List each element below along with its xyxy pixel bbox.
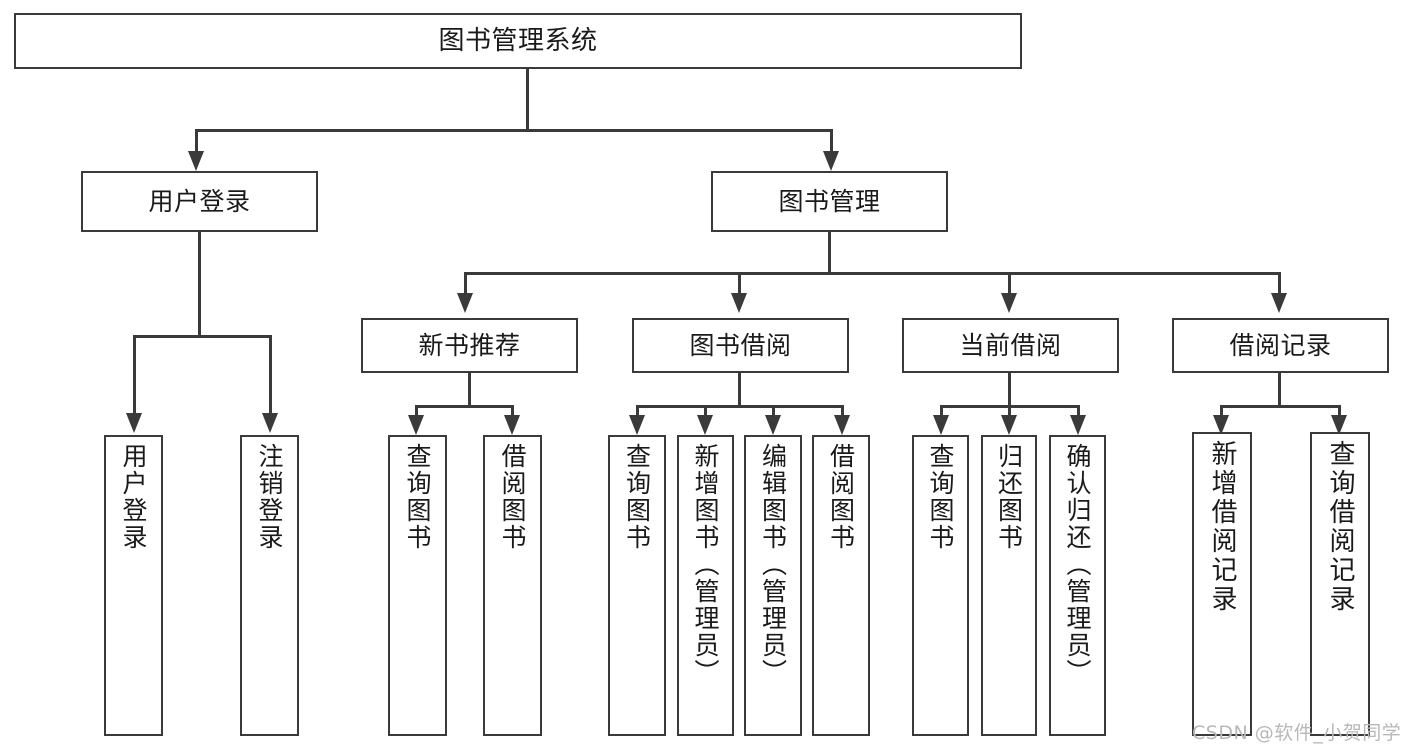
connector-user-login-leaf1 [133,335,136,415]
connector-level3-bar [464,272,1278,275]
leaf-return-book[interactable]: 归还图书 [981,435,1037,736]
connector-book-borrow-leaf3 [772,405,775,417]
node-new-book-recommend[interactable]: 新书推荐 [361,318,578,373]
node-label: 用户登录 [119,443,148,551]
arrowhead-icon [1271,293,1287,313]
arrowhead-icon [731,293,747,313]
arrowhead-icon [126,413,142,433]
connector-borrow-record-stem [1278,373,1281,405]
arrowhead-icon [1331,415,1347,435]
connector-current-borrow-leaf2 [1008,405,1011,417]
leaf-user-login[interactable]: 用户登录 [104,435,163,736]
node-label: 新书推荐 [418,331,521,360]
connector-to-current-borrow [1008,272,1011,294]
node-label: 编辑图书（管理员） [758,443,788,686]
node-label: 查询图书 [403,443,432,551]
connector-borrow-record-leaf2 [1338,405,1341,417]
connector-new-book-leaf1 [415,405,418,417]
connector-book-management-stem [828,232,831,272]
node-label: 当前借阅 [959,331,1062,360]
node-label: 图书管理 [778,187,881,216]
connector-new-book-leaf2 [511,405,514,417]
node-label: 查询图书 [622,443,652,551]
node-book-borrow[interactable]: 图书借阅 [632,318,849,373]
connector-root-stem [526,69,529,129]
connector-borrow-record-leaf1 [1220,405,1223,417]
connector-new-book-bar [415,405,514,408]
connector-book-borrow-bar [636,405,844,408]
arrowhead-icon [933,415,949,435]
connector-user-login-stem [198,232,201,335]
connector-current-borrow-leaf3 [1077,405,1080,417]
arrowhead-icon [834,415,850,435]
arrowhead-icon [457,293,473,313]
connector-root-bar [195,129,832,132]
node-label: 查询借阅记录 [1325,440,1355,614]
node-label: 图书借阅 [689,331,792,360]
node-label: 借阅记录 [1229,331,1332,360]
arrowhead-icon [1070,415,1086,435]
node-label: 确认归还（管理员） [1063,443,1092,686]
node-user-login[interactable]: 用户登录 [81,171,318,232]
arrowhead-icon [504,415,520,435]
arrowhead-icon [1213,415,1229,435]
leaf-borrow-book[interactable]: 借阅图书 [812,435,870,736]
arrowhead-icon [408,415,424,435]
connector-book-borrow-leaf4 [841,405,844,417]
node-label: 图书管理系统 [438,25,598,56]
connector-to-book-management [830,129,833,151]
node-borrow-record[interactable]: 借阅记录 [1172,318,1389,373]
arrowhead-icon [823,151,839,171]
connector-to-borrow-record [1278,272,1281,294]
leaf-query-book-current[interactable]: 查询图书 [912,435,969,736]
arrowhead-icon [697,415,713,435]
arrowhead-icon [629,415,645,435]
arrowhead-icon [765,415,781,435]
arrowhead-icon [1001,293,1017,313]
leaf-borrow-book-recommend[interactable]: 借阅图书 [483,435,542,736]
watermark-text: CSDN @软件_小贺同学 [1192,722,1402,744]
leaf-edit-book-admin[interactable]: 编辑图书（管理员） [744,435,802,736]
connector-to-book-borrow [738,272,741,294]
node-label: 新增图书（管理员） [691,443,720,686]
leaf-query-book-borrow[interactable]: 查询图书 [608,435,666,736]
arrowhead-icon [1001,415,1017,435]
node-label: 查询图书 [926,443,955,551]
leaf-add-book-admin[interactable]: 新增图书（管理员） [677,435,734,736]
node-label: 注销登录 [255,443,284,551]
leaf-logout[interactable]: 注销登录 [240,435,299,736]
leaf-confirm-return-admin[interactable]: 确认归还（管理员） [1049,435,1106,736]
connector-to-new-book [464,272,467,294]
node-book-management[interactable]: 图书管理 [711,171,948,232]
connector-current-borrow-stem [1008,373,1011,405]
node-label: 新增借阅记录 [1207,440,1237,614]
node-label: 借阅图书 [498,443,527,551]
connector-book-borrow-leaf1 [636,405,639,417]
arrowhead-icon [188,151,204,171]
connector-to-user-login [195,129,198,151]
node-label: 借阅图书 [826,443,856,551]
node-label: 归还图书 [994,443,1024,551]
node-current-borrow[interactable]: 当前借阅 [902,318,1119,373]
connector-current-borrow-leaf1 [940,405,943,417]
connector-borrow-record-bar [1220,405,1340,408]
connector-book-borrow-leaf2 [704,405,707,417]
connector-new-book-stem [468,373,471,405]
leaf-query-borrow-record[interactable]: 查询借阅记录 [1310,432,1370,736]
connector-user-login-bar [133,335,271,338]
node-label: 用户登录 [148,187,251,216]
leaf-query-book-recommend[interactable]: 查询图书 [388,435,447,736]
node-root-book-management-system[interactable]: 图书管理系统 [14,13,1022,69]
leaf-add-borrow-record[interactable]: 新增借阅记录 [1192,432,1252,736]
connector-user-login-leaf2 [269,335,272,415]
arrowhead-icon [262,413,278,433]
connector-book-borrow-stem [738,373,741,405]
